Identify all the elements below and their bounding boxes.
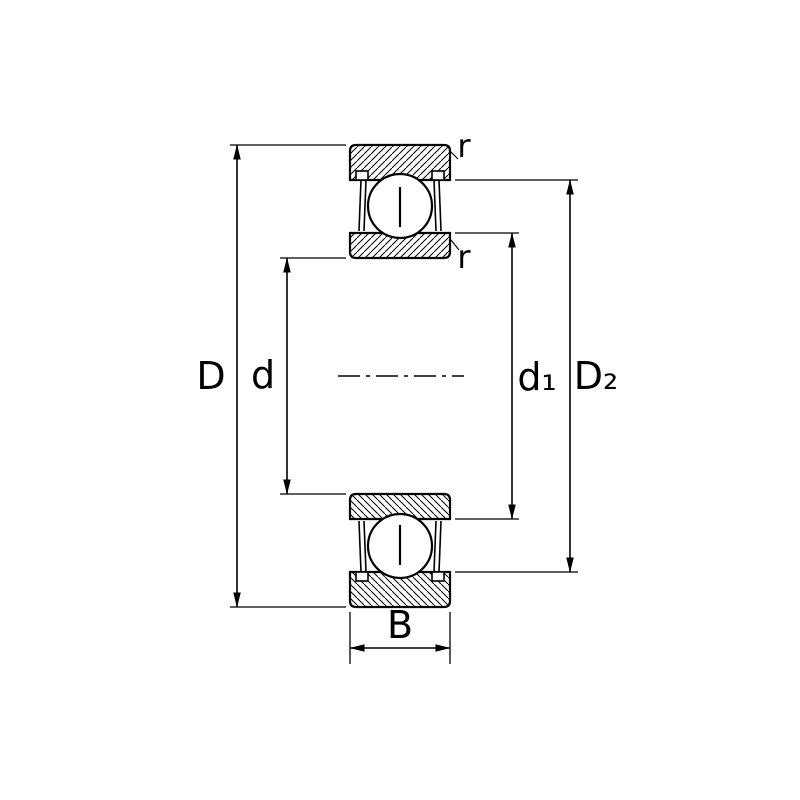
radius-label-top: r xyxy=(457,127,471,165)
radius-leader-bottom xyxy=(450,239,460,251)
shield-hook-left xyxy=(355,170,369,181)
radius-leader-top xyxy=(448,149,459,160)
dim-label-d1: d₁ xyxy=(517,355,556,399)
shield-right xyxy=(433,179,442,232)
bearing-section-top xyxy=(348,143,452,260)
dim-label-D2: D₂ xyxy=(574,354,619,398)
dim-label-d: d xyxy=(251,353,275,397)
bearing-section-bottom xyxy=(348,492,452,609)
shield-left xyxy=(358,179,367,232)
shield-hook-right xyxy=(431,170,445,181)
dim-label-D: D xyxy=(196,354,225,398)
radius-label-bottom: r xyxy=(457,238,471,276)
outer-ring xyxy=(348,143,452,182)
dim-label-B: B xyxy=(387,603,413,647)
inner-ring xyxy=(348,231,452,260)
